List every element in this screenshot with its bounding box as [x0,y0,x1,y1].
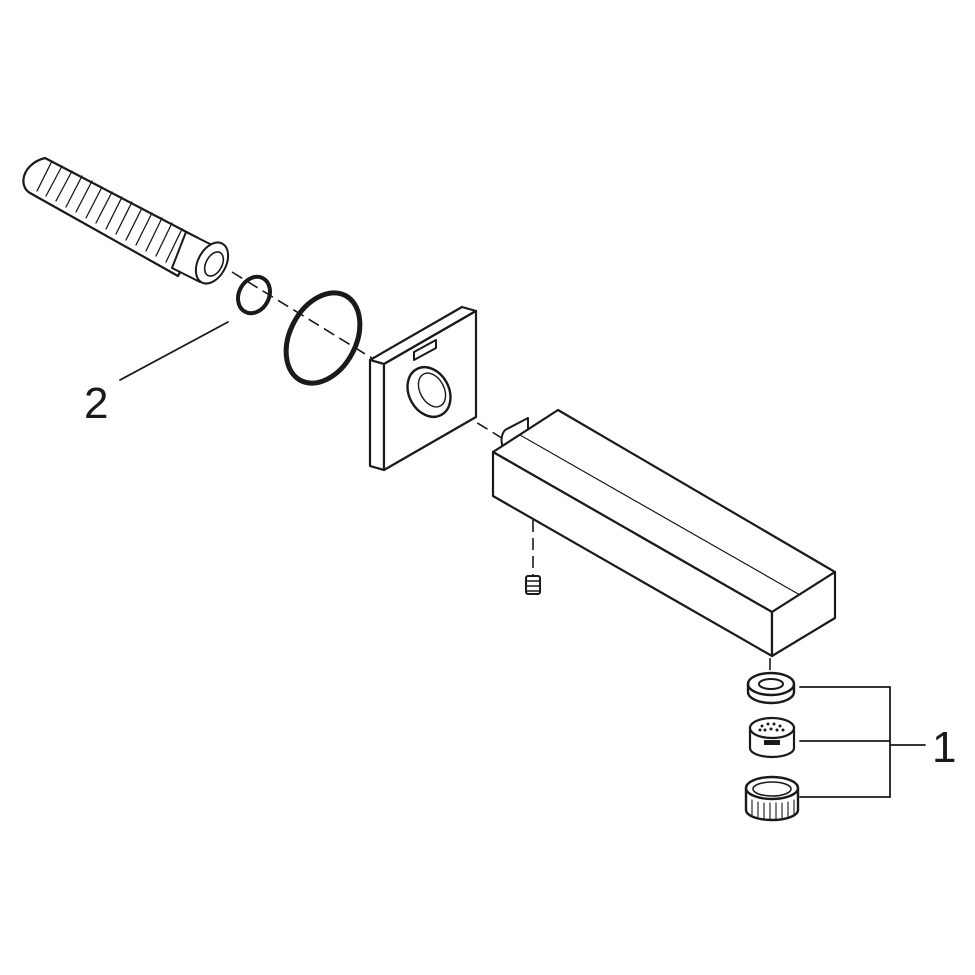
set-screw [525,575,541,595]
wall-rosette [368,305,478,472]
aerator-insert [748,716,796,759]
large-o-ring [283,290,363,386]
aerator-washer [746,671,796,705]
flexible-hose [22,156,230,285]
callout-1-bracket [799,686,926,798]
small-o-ring [236,274,272,316]
callout-number-2: 2 [84,379,108,428]
callout-2-leader [119,321,229,381]
spout-body [491,408,837,658]
aerator-housing [744,775,800,822]
callout-number-1: 1 [932,723,956,772]
